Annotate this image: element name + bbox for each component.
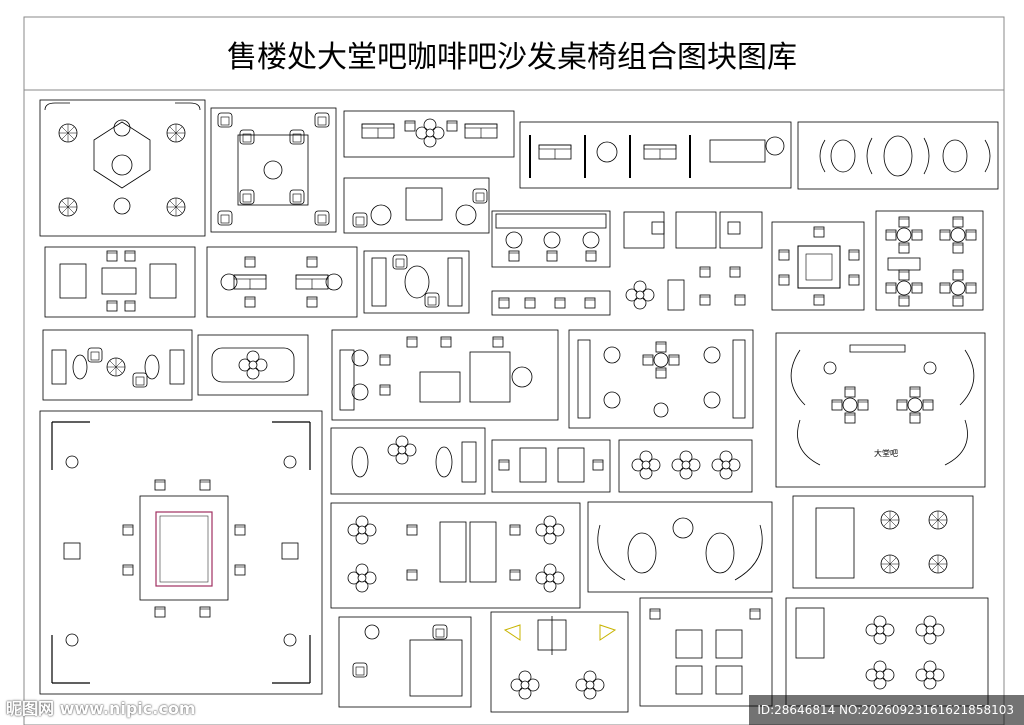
block-r2-c3 xyxy=(623,211,763,311)
block-r4-c3 xyxy=(331,329,559,421)
block-r3-c2 xyxy=(206,246,358,318)
block-r1-c1 xyxy=(39,99,206,237)
block-r6-c1 xyxy=(330,502,581,609)
block-r7-c3 xyxy=(639,597,773,707)
watermark-site: 昵图网 www.nipic.com xyxy=(6,699,196,718)
block-r4-c4 xyxy=(568,329,754,429)
block-r2-c2 xyxy=(491,210,611,268)
block-r2-c1 xyxy=(343,177,490,234)
block-r1-c5 xyxy=(797,121,999,190)
block-r3-c3 xyxy=(363,250,470,314)
block-r4-c2 xyxy=(197,334,309,396)
block-r2-c4 xyxy=(771,221,865,311)
block-r4-c1 xyxy=(42,329,193,401)
block-r3-c1 xyxy=(44,246,196,318)
block-r1-c4 xyxy=(519,121,792,189)
page-title: 售楼处大堂吧咖啡吧沙发桌椅组合图块图库 xyxy=(227,40,797,75)
block-r7-c4 xyxy=(785,597,989,707)
block-r7-c1 xyxy=(338,616,472,708)
block-r1-c2 xyxy=(210,107,337,233)
block-r4-c5 xyxy=(775,332,986,488)
block-r5-c2 xyxy=(491,439,611,493)
block-label-lobby-bar: 大堂吧 xyxy=(874,449,898,458)
block-r5-c3 xyxy=(618,439,753,493)
block-r2-c5 xyxy=(875,210,984,311)
block-r6-c3 xyxy=(792,495,974,589)
block-r3-c4 xyxy=(491,290,611,316)
block-r5-c1 xyxy=(330,427,486,495)
block-r1-c3 xyxy=(343,110,515,158)
block-r7-c2 xyxy=(490,611,629,713)
watermark-id: ID:28646814 NO:20260923161621858103 xyxy=(749,695,1024,725)
block-large-left xyxy=(39,410,323,695)
block-r6-c2 xyxy=(587,501,773,593)
